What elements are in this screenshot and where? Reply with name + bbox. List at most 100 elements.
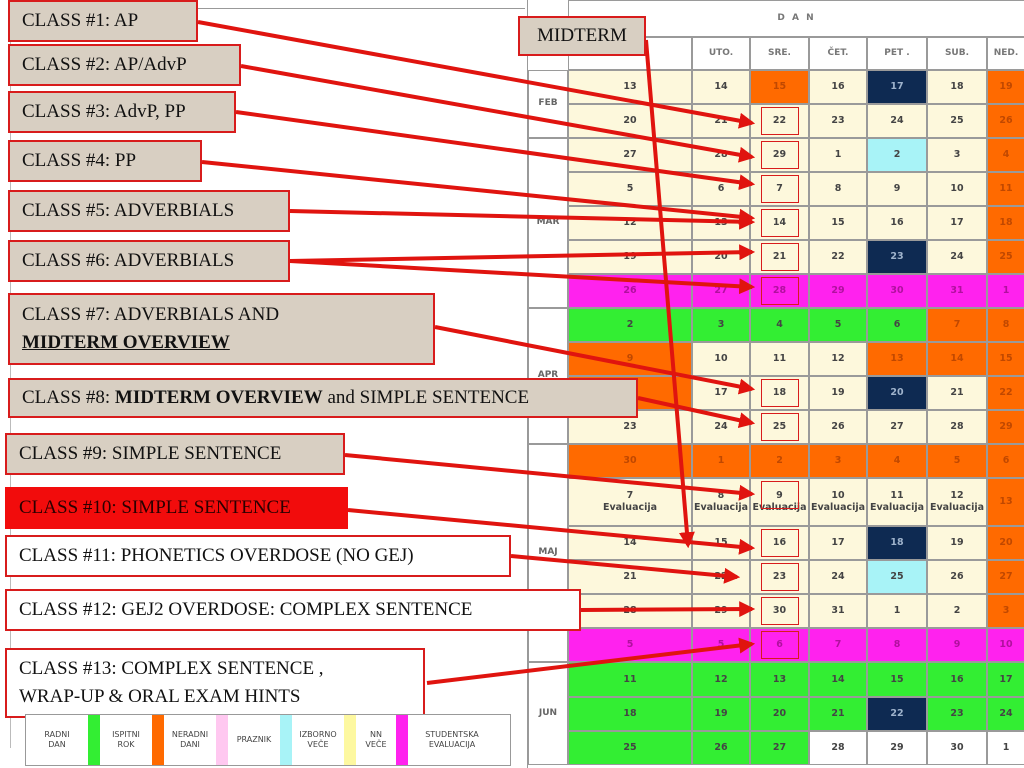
day-cell: 3 bbox=[809, 444, 867, 478]
day-cell: 7 bbox=[809, 628, 867, 662]
day-cell: 24 bbox=[927, 240, 987, 274]
day-cell: 22 bbox=[750, 104, 809, 138]
weekday-header: SRE. bbox=[750, 37, 809, 70]
legend-label: IZBORNO VEČE bbox=[299, 729, 337, 749]
day-cell: 16 bbox=[750, 526, 809, 560]
day-cell: 25 bbox=[867, 560, 927, 594]
day-cell: 21 bbox=[568, 560, 692, 594]
day-cell: 9 bbox=[927, 628, 987, 662]
weekday-header: NED. bbox=[987, 37, 1024, 70]
day-cell: 10 bbox=[692, 342, 750, 376]
day-cell: 24 bbox=[809, 560, 867, 594]
session-highlight bbox=[761, 243, 799, 271]
day-cell: 22 bbox=[867, 697, 927, 731]
day-cell: 26 bbox=[809, 410, 867, 444]
day-cell: 22 bbox=[987, 376, 1024, 410]
class-line-2: MIDTERM OVERVIEW bbox=[22, 332, 230, 353]
legend-label: ISPITNI ROK bbox=[112, 729, 140, 749]
day-cell: 20 bbox=[568, 104, 692, 138]
day-cell: 17 bbox=[692, 376, 750, 410]
day-cell: 29 bbox=[867, 731, 927, 765]
day-cell: 4 bbox=[750, 308, 809, 342]
weekday-header: UTO. bbox=[692, 37, 750, 70]
session-highlight bbox=[761, 413, 799, 441]
day-cell: 26 bbox=[927, 560, 987, 594]
day-cell: 16 bbox=[927, 662, 987, 697]
day-cell: 16 bbox=[867, 206, 927, 240]
legend-swatch bbox=[280, 715, 292, 765]
day-cell: 26 bbox=[692, 731, 750, 765]
month-label: APR bbox=[528, 308, 568, 444]
session-highlight bbox=[761, 277, 799, 305]
day-cell: 14 bbox=[809, 662, 867, 697]
day-cell: 20 bbox=[750, 697, 809, 731]
day-cell: 5 bbox=[692, 628, 750, 662]
class-box: CLASS #4: PP bbox=[8, 140, 202, 182]
session-highlight bbox=[761, 597, 799, 625]
day-cell: 9 Evaluacija bbox=[750, 478, 809, 526]
day-cell: 8 bbox=[867, 628, 927, 662]
day-cell: 4 bbox=[867, 444, 927, 478]
session-highlight bbox=[761, 379, 799, 407]
class-line-1: CLASS #13: COMPLEX SENTENCE , bbox=[19, 657, 324, 679]
day-cell: 20 bbox=[692, 240, 750, 274]
day-cell: 19 bbox=[568, 240, 692, 274]
day-cell: 13 bbox=[692, 206, 750, 240]
day-cell: 10 bbox=[987, 628, 1024, 662]
day-cell: 27 bbox=[987, 560, 1024, 594]
day-cell: 13 bbox=[867, 342, 927, 376]
frame-line-top bbox=[10, 8, 525, 9]
session-highlight bbox=[761, 563, 799, 591]
day-cell: 20 bbox=[867, 376, 927, 410]
day-cell: 5 bbox=[809, 308, 867, 342]
day-cell: 13 bbox=[987, 478, 1024, 526]
month-label: JUN bbox=[528, 662, 568, 765]
day-cell: 15 bbox=[692, 526, 750, 560]
day-cell: 4 bbox=[987, 138, 1024, 172]
day-cell: 5 bbox=[568, 628, 692, 662]
class-box: CLASS #2: AP/AdvP bbox=[8, 44, 241, 86]
session-highlight bbox=[761, 141, 799, 169]
day-cell: 12 Evaluacija bbox=[927, 478, 987, 526]
day-cell: 14 bbox=[927, 342, 987, 376]
session-highlight bbox=[761, 107, 799, 135]
day-cell: 2 bbox=[750, 444, 809, 478]
day-cell: 28 bbox=[568, 594, 692, 628]
day-cell: 19 bbox=[692, 697, 750, 731]
day-cell: 7 Evaluacija bbox=[568, 478, 692, 526]
legend-label: STUDENTSKA EVALUACIJA bbox=[425, 729, 479, 749]
day-cell: 19 bbox=[987, 70, 1024, 104]
day-cell: 26 bbox=[568, 274, 692, 308]
day-cell: 19 bbox=[809, 376, 867, 410]
day-cell: 18 bbox=[867, 526, 927, 560]
day-cell: 3 bbox=[987, 594, 1024, 628]
day-cell: 14 bbox=[568, 526, 692, 560]
class-box: CLASS #6: ADVERBIALS bbox=[8, 240, 290, 282]
day-cell: 16 bbox=[809, 70, 867, 104]
class-box: CLASS #5: ADVERBIALS bbox=[8, 190, 290, 232]
day-cell: 8 bbox=[809, 172, 867, 206]
day-cell: 13 bbox=[750, 662, 809, 697]
day-cell: 28 bbox=[692, 138, 750, 172]
day-cell: 21 bbox=[809, 697, 867, 731]
class-box: CLASS #1: AP bbox=[8, 0, 198, 42]
day-cell: 1 bbox=[692, 444, 750, 478]
day-cell: 23 bbox=[927, 697, 987, 731]
day-cell: 25 bbox=[987, 240, 1024, 274]
day-cell: 9 bbox=[568, 342, 692, 376]
day-cell: 2 bbox=[867, 138, 927, 172]
day-cell: 5 bbox=[568, 172, 692, 206]
day-cell: 14 bbox=[750, 206, 809, 240]
day-cell: 2 bbox=[927, 594, 987, 628]
day-cell: 29 bbox=[987, 410, 1024, 444]
legend-label: NERADNI DANI bbox=[171, 729, 209, 749]
day-cell: 13 bbox=[568, 70, 692, 104]
day-cell: 19 bbox=[927, 526, 987, 560]
day-cell: 31 bbox=[809, 594, 867, 628]
class-box: CLASS #10: SIMPLE SENTENCE bbox=[5, 487, 348, 529]
day-cell: 23 bbox=[809, 104, 867, 138]
day-cell: 18 bbox=[987, 206, 1024, 240]
day-cell: 20 bbox=[987, 526, 1024, 560]
class-text-part: CLASS #8: bbox=[22, 387, 115, 408]
